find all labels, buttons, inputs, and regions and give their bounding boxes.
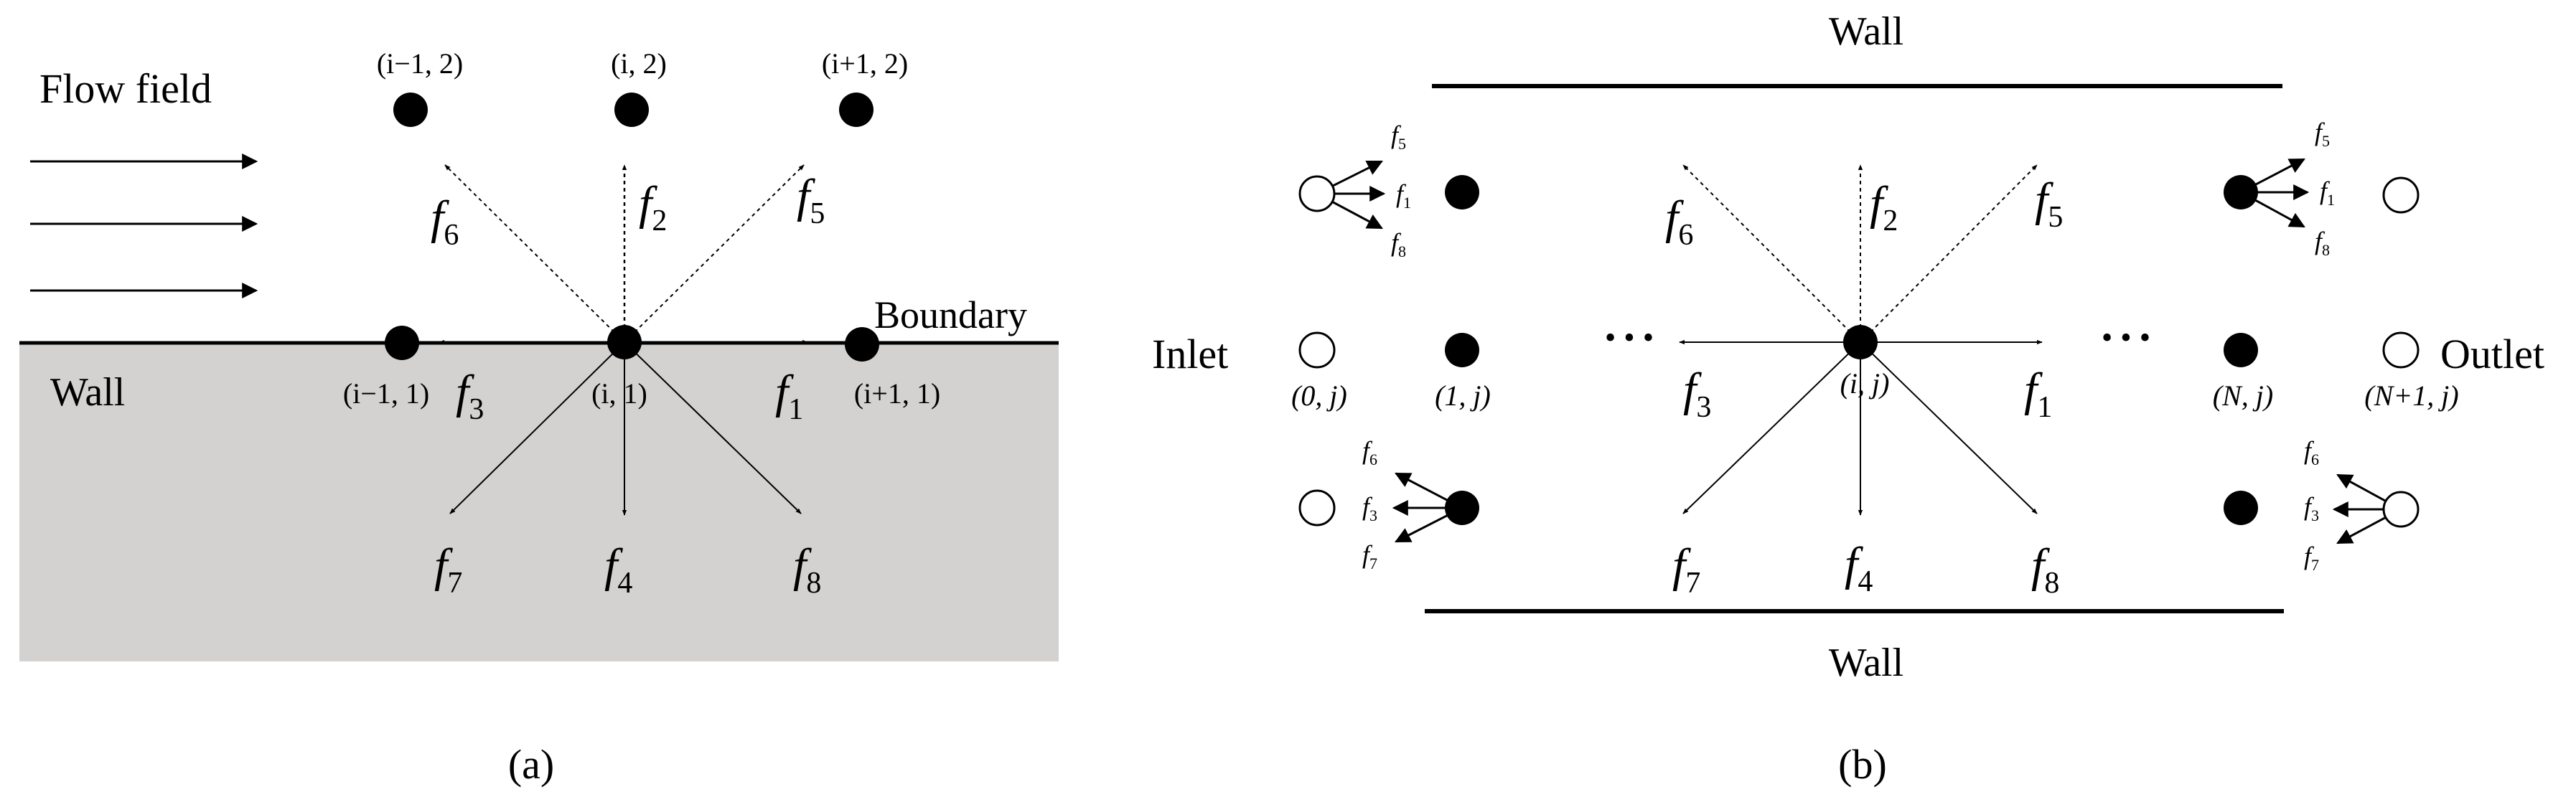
- outlet-label: Outlet: [2440, 331, 2544, 377]
- vector-label-b-f8: f8: [2031, 539, 2059, 600]
- ellipsis-right: • • •: [2102, 320, 2150, 355]
- open-node-inlet-top: [1298, 175, 1336, 212]
- inlet-label: Inlet: [1152, 331, 1228, 377]
- node-1-top: [1445, 175, 1479, 209]
- vector-f6: [444, 164, 625, 343]
- node-i-2: [614, 93, 649, 127]
- node-label-ip1-2: (i+1, 2): [822, 47, 908, 80]
- fan-label-in-top-1: f1: [1396, 179, 1411, 212]
- node-1-bottom: [1445, 491, 1479, 525]
- node-label-ip1-1: (i+1, 1): [854, 377, 940, 410]
- node-1j: [1445, 333, 1479, 367]
- vector-b-f8: [1860, 341, 2038, 514]
- vector-f7: [449, 341, 625, 514]
- top-wall-label: Wall: [1829, 9, 1903, 54]
- node-i-1: [607, 325, 642, 359]
- node-N-bottom: [2224, 491, 2258, 525]
- vector-b-f7: [1682, 341, 1861, 514]
- node-label-im1-2: (i−1, 2): [377, 47, 463, 80]
- node-label-i-1: (i, 1): [591, 377, 647, 410]
- open-node-outlet-top: [2382, 176, 2420, 214]
- vector-label-b-f2: f2: [1870, 177, 1898, 237]
- fan-label-in-bot-7: f7: [1362, 540, 1377, 572]
- vector-label-f2: f2: [639, 177, 667, 237]
- wall-label: Wall: [50, 370, 125, 415]
- node-ij: [1843, 325, 1878, 359]
- vector-label-b-f6: f6: [1665, 192, 1693, 252]
- fan-label-out-top-8: f8: [2315, 227, 2330, 259]
- fan-label-in-bot-3: f3: [1362, 492, 1377, 524]
- panel-b: Wall Wall Inlet Outlet: [1152, 9, 2544, 788]
- node-im1-1: [385, 326, 419, 360]
- node-label-ij: (i, j): [1840, 367, 1890, 400]
- node-im1-2: [393, 93, 428, 127]
- vector-label-f6: f6: [431, 192, 459, 252]
- fan-label-out-top-1: f1: [2320, 176, 2335, 209]
- vector-label-b-f7: f7: [1672, 539, 1700, 600]
- vector-label-b-f3: f3: [1683, 364, 1711, 424]
- node-label-im1-1: (i−1, 1): [343, 377, 429, 410]
- node-label-Nj: (N, j): [2213, 379, 2273, 412]
- node-label-i-2: (i, 2): [611, 47, 667, 80]
- bottom-wall-label: Wall: [1829, 641, 1903, 685]
- vector-label-b-f5: f5: [2035, 174, 2063, 234]
- fan-label-in-top-5: f5: [1391, 121, 1406, 153]
- open-node-inlet-bottom: [1298, 489, 1336, 527]
- fan-label-out-top-5: f5: [2315, 118, 2330, 150]
- caption-b: (b): [1838, 741, 1887, 788]
- vector-label-f5: f5: [797, 170, 825, 230]
- panel-a: Flow field Boundary Wall (i−1, 2) (i, 2)…: [19, 47, 1059, 788]
- vector-f8: [624, 341, 802, 514]
- fan-label-out-bot-7: f7: [2304, 542, 2319, 574]
- open-node-0j: [1298, 331, 1336, 369]
- wall-region: [19, 342, 1059, 661]
- fan-label-in-bot-6: f6: [1362, 436, 1377, 468]
- vector-label-b-f1: f1: [2024, 364, 2052, 424]
- fan-label-out-bot-3: f3: [2304, 492, 2319, 524]
- fan-label-out-bot-6: f6: [2304, 436, 2319, 468]
- node-Nj: [2224, 333, 2258, 367]
- vector-label-b-f4: f4: [1845, 538, 1873, 598]
- vector-f5: [624, 164, 805, 343]
- flow-field-label: Flow field: [39, 65, 212, 112]
- node-ip1-1: [845, 327, 879, 362]
- node-N-top: [2224, 175, 2258, 209]
- node-label-0j: (0, j): [1291, 379, 1347, 412]
- boundary-label: Boundary: [874, 293, 1027, 336]
- node-label-1j: (1, j): [1435, 379, 1491, 412]
- vector-b-f6: [1682, 164, 1861, 343]
- open-node-N1j: [2382, 331, 2420, 369]
- caption-a: (a): [508, 741, 554, 788]
- vector-b-f5: [1860, 164, 2038, 343]
- node-ip1-2: [839, 93, 874, 127]
- fan-label-in-top-8: f8: [1391, 228, 1406, 260]
- open-node-outlet-bottom: [2382, 491, 2420, 528]
- node-label-N1j: (N+1, j): [2364, 379, 2458, 412]
- ellipsis-left: • • •: [1605, 320, 1654, 355]
